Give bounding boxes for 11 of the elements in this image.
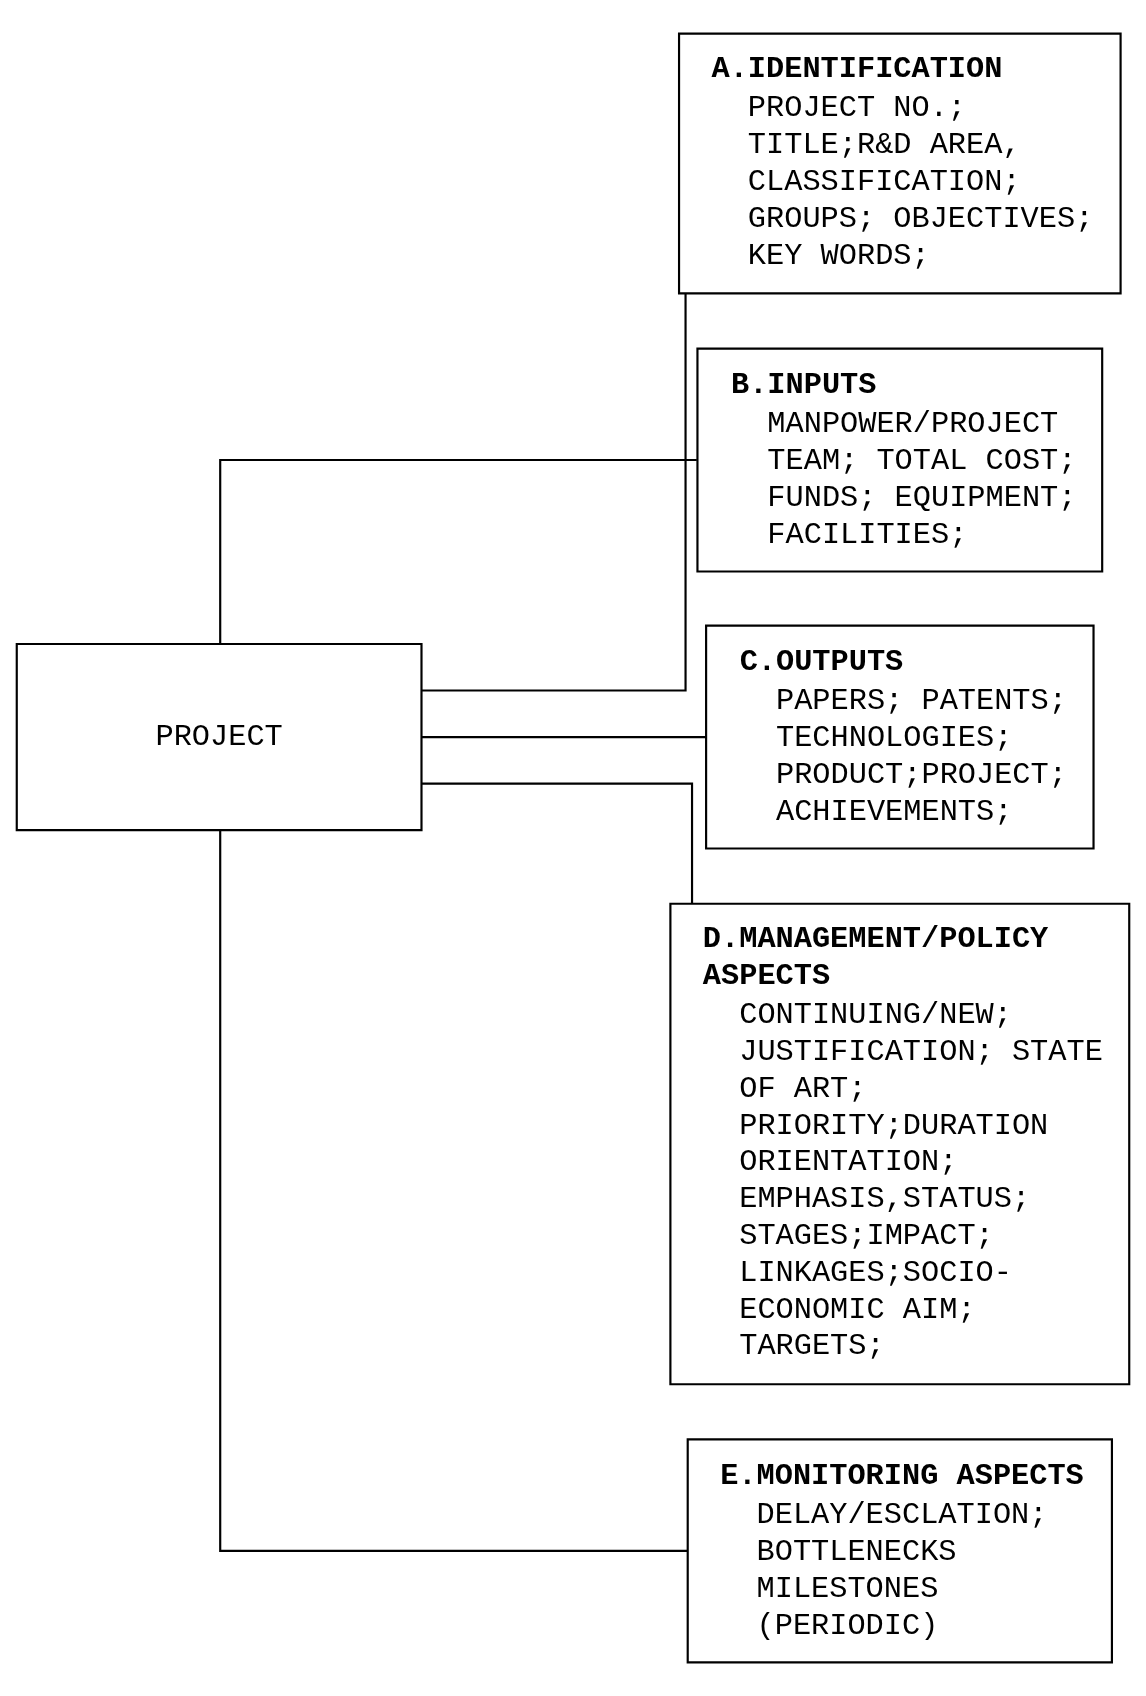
connector <box>421 736 706 739</box>
node-box: A.IDENTIFICATION PROJECT NO.; TITLE;R&D AREA, CLASSIFICATION; GROUPS; OBJECTIVES; KEY WORDS; <box>677 32 1122 295</box>
node-box: C.OUTPUTS PAPERS; PATENTS; TECHNOLOGIES; PRODUCT;PROJECT; ACHIEVEMENTS; <box>705 624 1095 850</box>
node-box: D.MANAGEMENT/POLICY ASPECTS CONTINUING/NEW; JUSTIFICATION; STATE OF ART; PRIORITY;DURATION ORIENTATION; EMPHASIS,STATUS; STAGES;IMPACT; LINKAGES;SOCIO- ECONOMIC AIM; TARGETS; <box>669 902 1131 1386</box>
connector <box>219 458 697 644</box>
node-box: B.INPUTS MANPOWER/PROJECT TEAM; TOTAL COST; FUNDS; EQUIPMENT; FACILITIES; <box>696 347 1104 573</box>
connector <box>421 293 687 692</box>
node-box: PROJECT <box>15 642 423 832</box>
connector <box>421 782 694 904</box>
connector <box>219 830 688 1552</box>
node-box: E.MONITORING ASPECTS DELAY/ESCLATION; BOTTLENECKS MILESTONES (PERIODIC) <box>686 1438 1113 1664</box>
